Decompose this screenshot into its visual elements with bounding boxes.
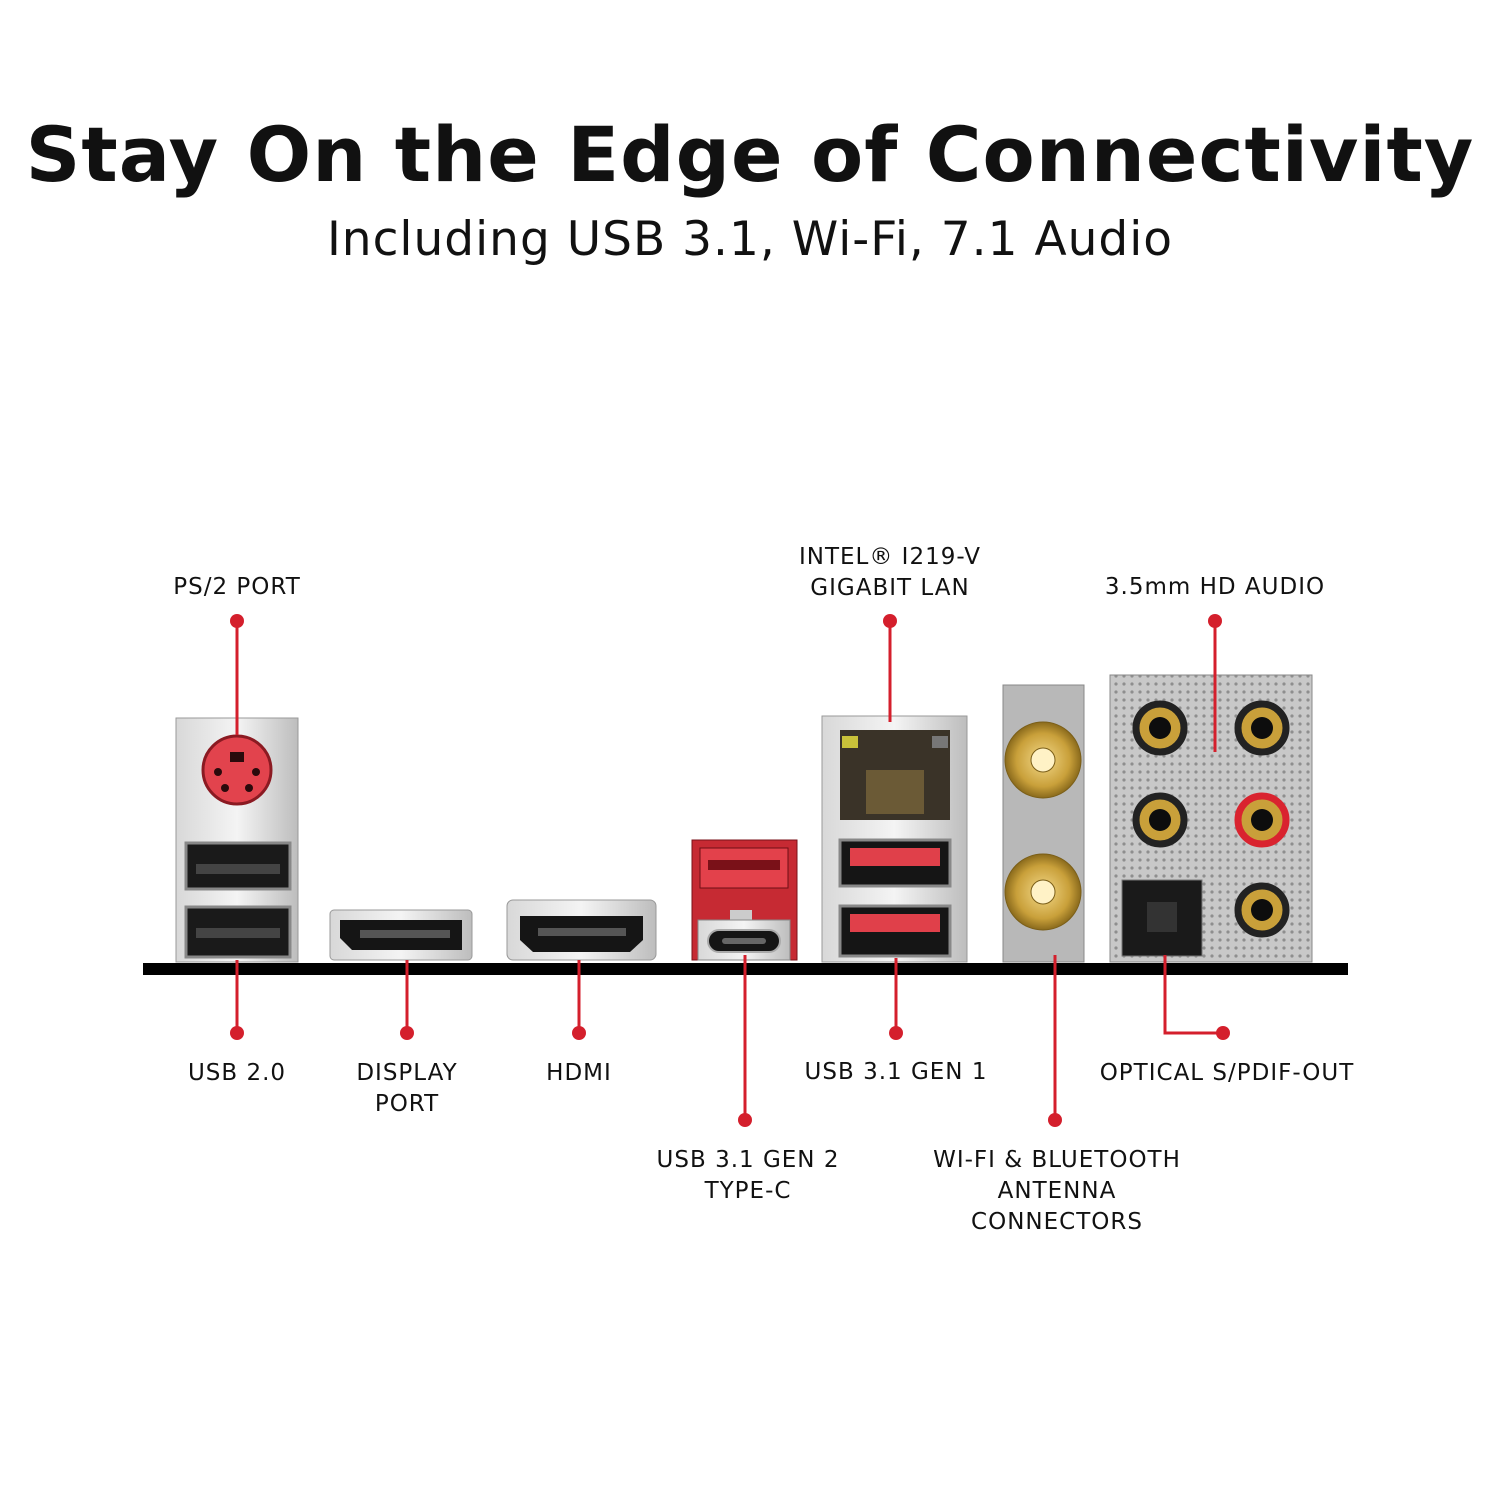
page-title: Stay On the Edge of Connectivity (25, 110, 1475, 199)
label-line: WI-FI & BLUETOOTH (933, 1147, 1181, 1173)
label-line: PORT (374, 1091, 440, 1117)
label-hd-audio: 3.5mm HD AUDIO (1105, 572, 1325, 603)
antenna-bracket (1002, 684, 1085, 963)
label-gigabit-lan: INTEL® I219-V GIGABIT LAN (799, 542, 981, 604)
label-line: 3.5mm HD AUDIO (1104, 574, 1326, 600)
label-optical-spdif: OPTICAL S/PDIF-OUT (1100, 1058, 1355, 1089)
label-ps2-port: PS/2 PORT (173, 572, 301, 603)
page-subtitle: Including USB 3.1, Wi-Fi, 7.1 Audio (326, 212, 1174, 267)
ps2-usb2-stack (175, 717, 299, 963)
ps2-port (201, 734, 273, 806)
label-usb-typec: USB 3.1 GEN 2 TYPE-C (657, 1145, 840, 1207)
audio-panel (1109, 674, 1313, 963)
label-line: INTEL® I219-V (798, 544, 982, 570)
label-wifi-antenna: WI-FI & BLUETOOTH ANTENNA CONNECTORS (933, 1145, 1181, 1238)
label-line: USB 2.0 (187, 1060, 287, 1086)
label-line: USB 3.1 GEN 2 (656, 1147, 840, 1173)
leader-lines (235, 621, 1223, 1120)
label-line: GIGABIT LAN (810, 575, 970, 601)
label-line: OPTICAL S/PDIF-OUT (1099, 1060, 1355, 1086)
label-line: CONNECTORS (971, 1209, 1143, 1235)
usb-typec-stack (691, 839, 798, 961)
label-line: USB 3.1 GEN 1 (804, 1059, 988, 1085)
label-line: TYPE-C (704, 1178, 792, 1204)
hdmi-connector (506, 899, 657, 961)
label-usb31-gen1: USB 3.1 GEN 1 (805, 1057, 988, 1088)
displayport-connector (329, 909, 473, 961)
label-hdmi: HDMI (546, 1058, 612, 1089)
label-line: PS/2 PORT (173, 574, 301, 600)
label-line: HDMI (546, 1060, 612, 1086)
label-displayport: DISPLAY PORT (356, 1058, 457, 1120)
label-line: DISPLAY (356, 1060, 458, 1086)
leader-dots (230, 614, 1230, 1127)
lan-usb31-stack (821, 715, 968, 963)
label-line: ANTENNA (997, 1178, 1117, 1204)
label-usb2: USB 2.0 (188, 1058, 286, 1089)
